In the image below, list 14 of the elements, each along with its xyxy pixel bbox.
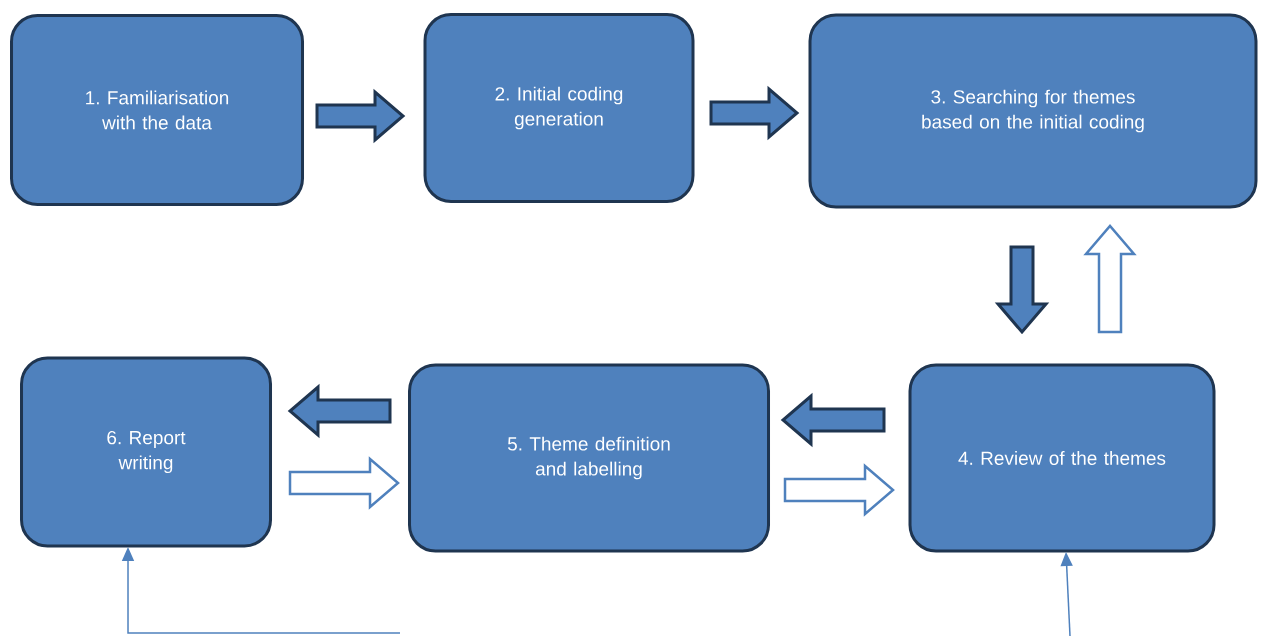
block-arrow [315, 88, 406, 144]
process-box: 5. Theme definition and labelling [408, 363, 770, 553]
process-box: 3. Searching for themes based on the initial coding [808, 13, 1258, 209]
process-box: 1. Familiarisation with the data [10, 14, 304, 206]
block-arrow [288, 456, 400, 510]
block-arrow [780, 392, 886, 448]
block-arrow [994, 245, 1050, 335]
block-arrow [1083, 224, 1137, 334]
process-box: 2. Initial coding generation [423, 13, 695, 203]
block-arrow [287, 383, 392, 439]
block-arrow [783, 463, 895, 517]
block-arrow [709, 85, 800, 141]
process-box: 6. Report writing [20, 356, 272, 548]
process-box: 4. Review of the themes [908, 363, 1216, 553]
